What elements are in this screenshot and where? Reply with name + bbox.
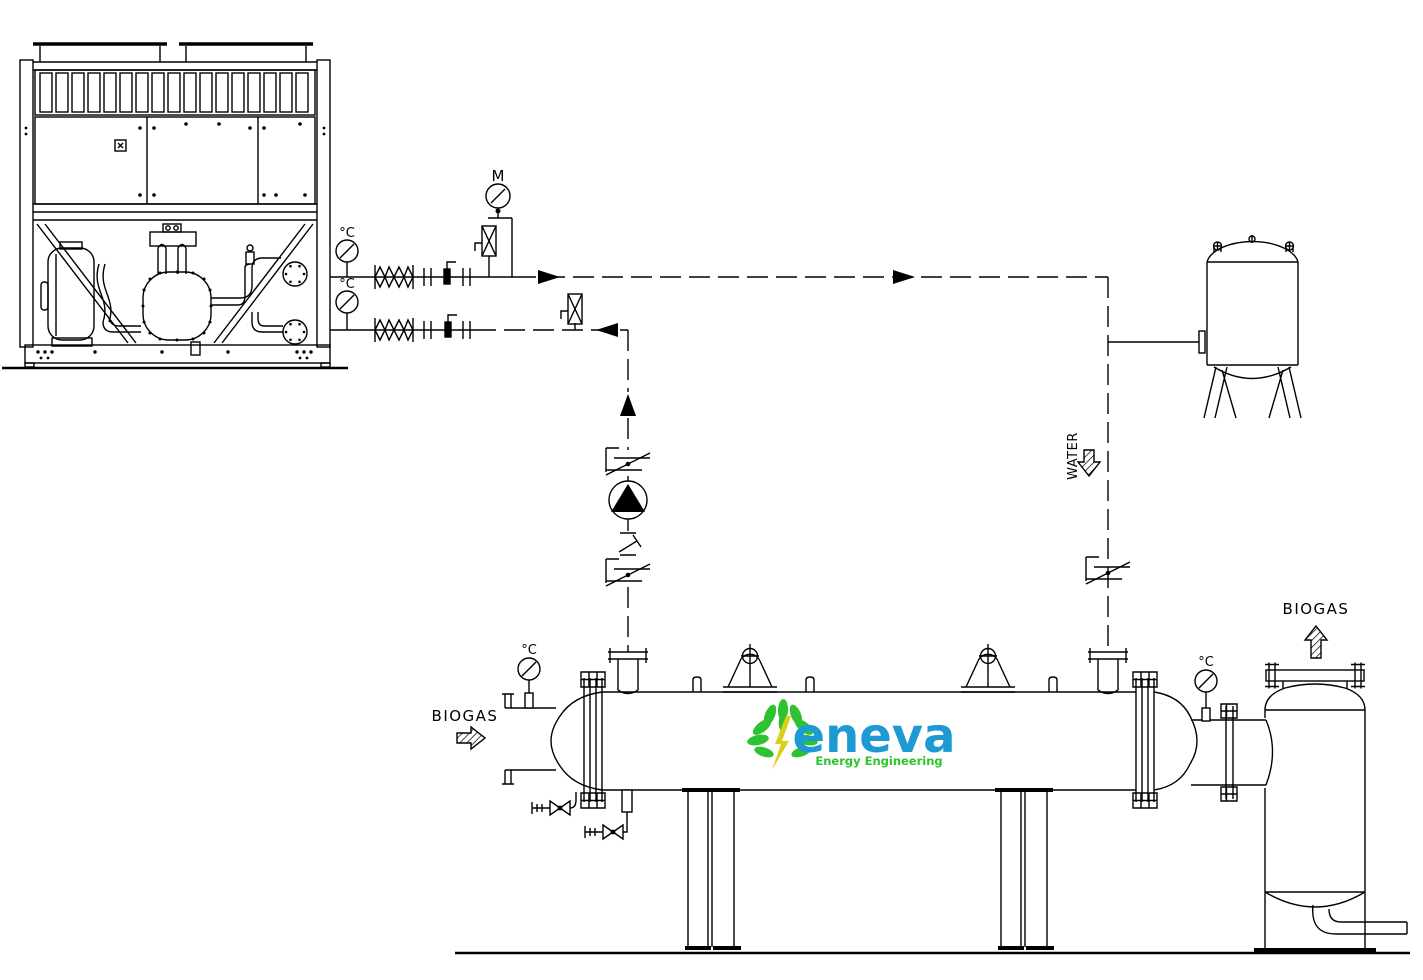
hx-water-inlet-nozzle: [1087, 647, 1129, 695]
flange-bolt: [1350, 661, 1366, 690]
nozzle-saddle: [1265, 719, 1274, 786]
biogas-inlet-label: BIOGAS: [432, 707, 499, 725]
temperature-gauge-return: °C: [335, 277, 359, 330]
water-riser: WATER: [1066, 277, 1199, 695]
water-label-group: WATER: [1066, 432, 1102, 480]
temp-gauge-label: °C: [1198, 655, 1214, 670]
chiller-unit: [2, 42, 348, 370]
temperature-gauge-hx-inlet: °C: [517, 643, 541, 709]
control-valve-icon: [560, 293, 583, 325]
drum-drain-pipe: [1312, 904, 1408, 935]
biogas-inlet-channel: [502, 691, 603, 791]
temp-gauge-label: °C: [339, 226, 355, 241]
pump: [608, 480, 648, 520]
temperature-sensor: [443, 261, 457, 285]
lifting-lug: [722, 643, 778, 693]
water-flow-arrow-down: [1076, 449, 1102, 478]
fan-deck-bolts: [43, 42, 307, 46]
support-leg: [995, 788, 1054, 950]
logo-wordmark: eneva: [793, 708, 956, 764]
check-valve: [618, 532, 642, 556]
biogas-flow-arrow-up: [1303, 624, 1329, 659]
biogas-flow-arrow-right: [456, 725, 487, 751]
vent-fitting: [1048, 676, 1058, 693]
eneva-leaf-icon: [747, 699, 818, 770]
access-panels: [24, 116, 326, 205]
flow-arrow-up: [620, 394, 636, 416]
temp-gauge-label: °C: [521, 643, 537, 658]
temp-gauge-label: °C: [339, 277, 355, 292]
chilled-water-supply-line: °C M: [330, 167, 1108, 290]
hx-water-outlet-nozzle: [607, 647, 649, 695]
flow-arrow-right: [893, 270, 915, 284]
shutoff-valve: [605, 447, 651, 476]
motorized-valve: M: [474, 167, 513, 277]
motorized-valve-label: M: [492, 167, 505, 185]
louver-panel: [34, 69, 316, 116]
girth-flange-right: [1132, 671, 1158, 809]
flow-arrow-left: [596, 323, 618, 337]
chiller-base: [24, 344, 331, 368]
flow-arrow-right: [538, 270, 560, 284]
biogas-outlet-channel: [1153, 691, 1266, 802]
shutoff-valve: [605, 558, 651, 587]
chilled-water-return-line: °C: [330, 277, 628, 343]
lightning-bolt-icon: [772, 716, 791, 770]
lifting-lug: [960, 643, 1016, 693]
temperature-gauge-supply: °C: [335, 226, 359, 277]
tank-legs: [1203, 366, 1302, 419]
eneva-logo: eneva Energy Engineering: [747, 699, 956, 770]
water-label: WATER: [1066, 432, 1081, 480]
drain-valve-left: [531, 792, 577, 816]
drain-valve-bottom: [584, 789, 633, 840]
biogas-inlet-label-group: BIOGAS: [432, 707, 499, 751]
pump-riser: [605, 330, 651, 695]
temperature-sensor: [444, 314, 458, 338]
biogas-outlet-label-group: BIOGAS: [1283, 600, 1350, 659]
tank-top-fittings: [1212, 235, 1295, 252]
flange-bolt: [1264, 661, 1280, 690]
logo-tagline: Energy Engineering: [815, 754, 942, 768]
control-valve-icon: [474, 225, 497, 257]
machinery-compartment: [36, 223, 314, 356]
support-leg: [682, 788, 741, 950]
vent-fitting: [805, 676, 815, 693]
ko-drum: BIOGAS: [1254, 600, 1408, 952]
biogas-outlet-label: BIOGAS: [1283, 600, 1350, 618]
return-control-valve: [560, 293, 583, 330]
expansion-tank: [1198, 235, 1302, 419]
vent-fitting: [692, 676, 702, 693]
temperature-gauge-hx-outlet: °C: [1194, 655, 1218, 722]
heat-exchanger-vessel: °C °C: [432, 643, 1266, 950]
